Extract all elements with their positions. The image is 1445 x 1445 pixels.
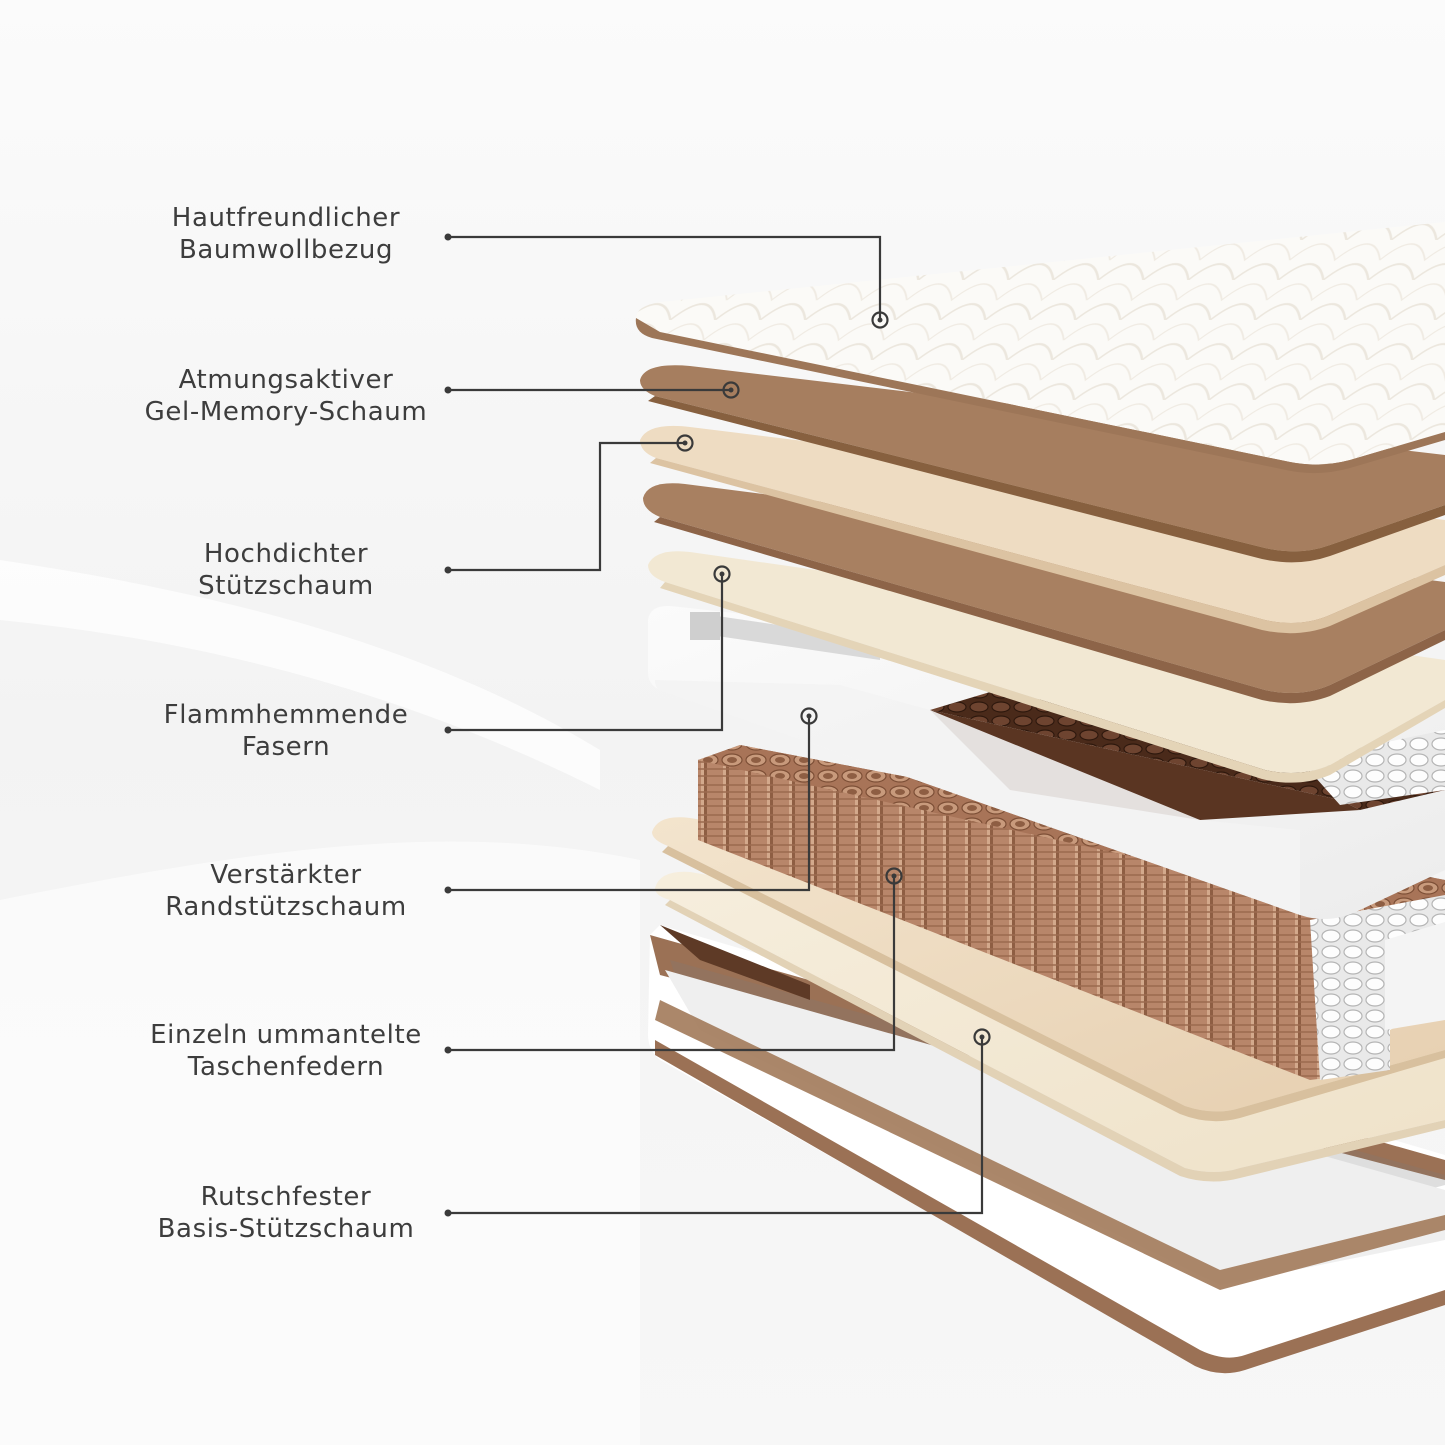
callout-flame-line2: Fasern xyxy=(241,732,331,762)
leader-line-edge xyxy=(448,716,811,892)
leader-line-cover xyxy=(448,235,882,320)
cotton-cover-layer xyxy=(635,222,1445,474)
marker-fiber xyxy=(713,565,731,583)
callout-gel-line1: Atmungsaktiver xyxy=(178,365,394,395)
marker-cover xyxy=(871,311,889,329)
marker-high-density xyxy=(676,434,694,452)
callout-flame-retardant: Flammhemmende Fasern xyxy=(116,699,456,763)
leader-line-springs xyxy=(448,876,896,1052)
callout-edge-support: Verstärkter Randstützschaum xyxy=(116,859,456,923)
callout-high-density-line2: Stützschaum xyxy=(198,571,374,601)
marker-base xyxy=(973,1028,991,1046)
callout-cover-line1: Hautfreundlicher xyxy=(171,203,401,233)
leader-lines xyxy=(448,235,984,1215)
background-wave-2 xyxy=(0,841,640,1445)
callout-edge-line2: Randstützschaum xyxy=(165,892,407,922)
callout-base-foam: Rutschfester Basis-Stützschaum xyxy=(116,1181,456,1245)
background-wave xyxy=(0,560,600,790)
callout-springs-line2: Taschenfedern xyxy=(187,1052,385,1082)
callout-gel-memory-foam: Atmungsaktiver Gel-Memory-Schaum xyxy=(116,364,456,428)
callout-gel-line2: Gel-Memory-Schaum xyxy=(144,397,428,427)
brown-foam-layer-lower xyxy=(643,483,1445,704)
callout-springs-line1: Einzeln ummantelte xyxy=(150,1020,422,1050)
marker-springs xyxy=(885,867,903,885)
marker-edge xyxy=(800,707,818,725)
callout-base-line2: Basis-Stützschaum xyxy=(157,1214,415,1244)
leader-line-high-density xyxy=(448,441,685,572)
callout-base-line1: Rutschfester xyxy=(200,1182,372,1212)
callout-flame-line1: Flammhemmende xyxy=(163,700,409,730)
leader-line-base xyxy=(448,1037,984,1215)
leader-line-fiber xyxy=(448,574,724,732)
callout-high-density-line1: Hochdichter xyxy=(203,539,369,569)
callout-high-density-foam: Hochdichter Stützschaum xyxy=(116,538,456,602)
callout-pocket-springs: Einzeln ummantelte Taschenfedern xyxy=(116,1019,456,1083)
callout-cover: Hautfreundlicher Baumwollbezug xyxy=(116,202,456,266)
leader-endpoints xyxy=(444,233,452,1217)
callout-cover-line2: Baumwollbezug xyxy=(178,235,394,265)
callout-edge-line1: Verstärkter xyxy=(210,860,362,890)
marker-gel xyxy=(722,381,740,399)
high-density-support-foam-layer xyxy=(640,425,1445,634)
leader-markers xyxy=(676,311,991,1046)
flame-retardant-fiber-layer xyxy=(648,551,1445,783)
gel-memory-foam-layer xyxy=(640,365,1445,563)
